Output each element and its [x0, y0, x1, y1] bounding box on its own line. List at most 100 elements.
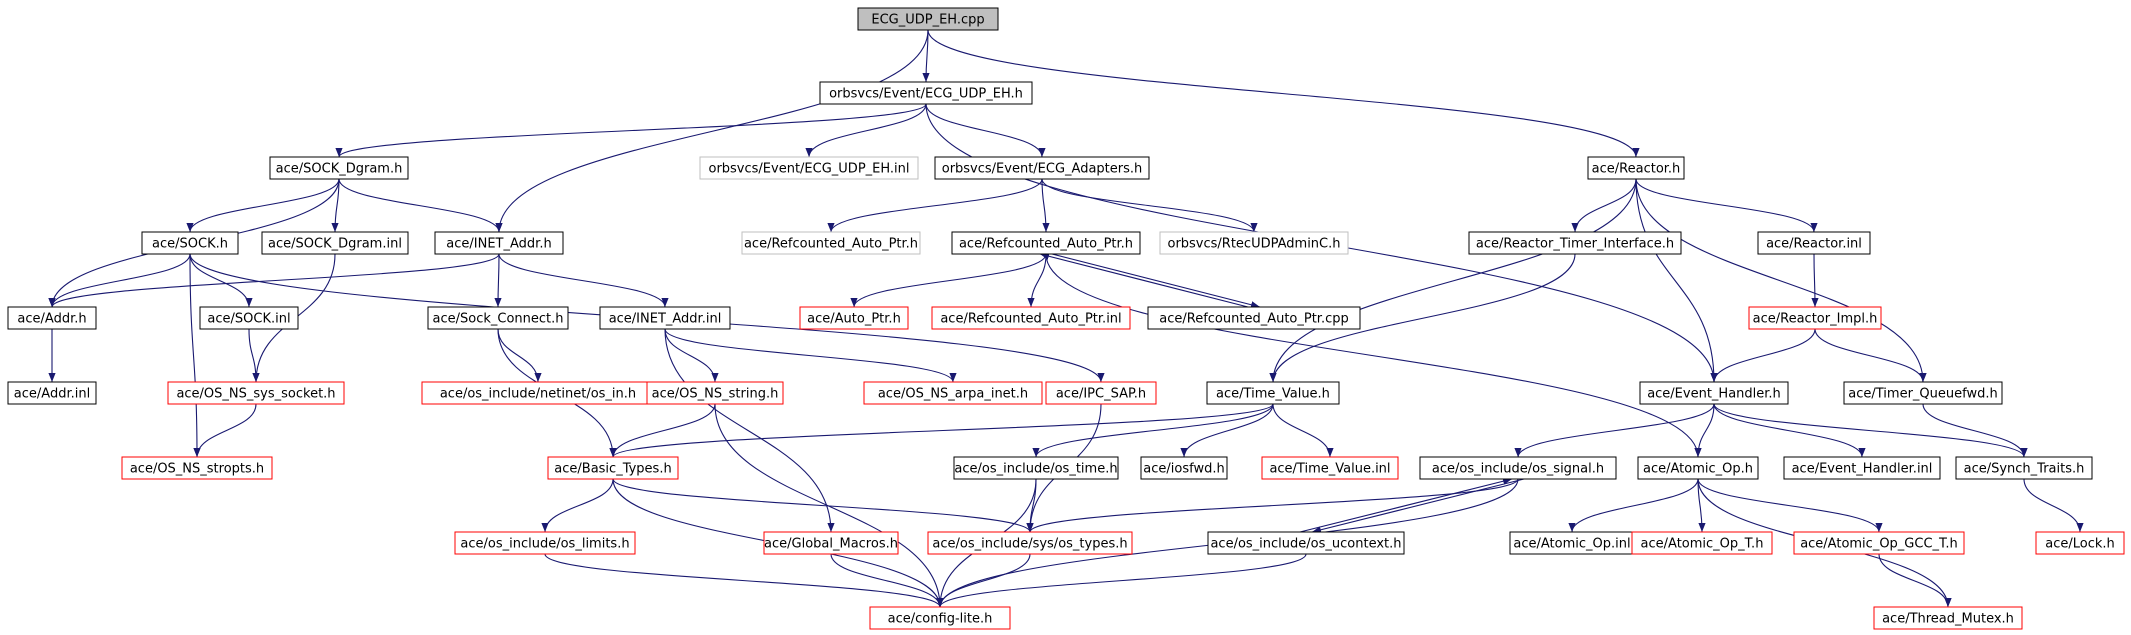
node-box — [927, 531, 1133, 555]
node-box — [7, 306, 97, 330]
node-box — [819, 81, 1033, 105]
node-box — [1045, 381, 1157, 405]
node-box — [454, 531, 636, 555]
node-osnsstring[interactable]: ace/OS_NS_string.h — [646, 381, 784, 405]
node-box — [269, 156, 409, 180]
node-label: ace/OS_NS_sys_socket.h — [176, 387, 335, 402]
node-autoptr[interactable]: ace/Auto_Ptr.h — [799, 306, 909, 330]
node-ipcsap[interactable]: ace/IPC_SAP.h — [1045, 381, 1157, 405]
edge-reactorinl-to-reactorimpl — [1811, 253, 1819, 308]
node-box — [121, 456, 273, 480]
node-ossignal[interactable]: ace/os_include/os_signal.h — [1419, 456, 1617, 480]
node-basictypes[interactable]: ace/Basic_Types.h — [547, 456, 679, 480]
node-label: ace/SOCK_Dgram.inl — [268, 237, 402, 252]
edge-timerqueuefwd-to-synchtraits — [1922, 403, 2028, 458]
node-refcautoptrinl[interactable]: ace/Refcounted_Auto_Ptr.inl — [931, 306, 1131, 330]
node-sock[interactable]: ace/SOCK.h — [141, 231, 239, 255]
edge-refcautoptr-to-refcautoptrinl — [1027, 253, 1047, 308]
node-eventhandler[interactable]: ace/Event_Handler.h — [1639, 381, 1789, 405]
node-reactorinl[interactable]: ace/Reactor.inl — [1757, 231, 1871, 255]
node-osnsstropts[interactable]: ace/OS_NS_stropts.h — [121, 456, 273, 480]
node-timevalueinl[interactable]: ace/Time_Value.inl — [1261, 456, 1399, 480]
node-label: ace/Addr.inl — [14, 387, 90, 402]
node-label: orbsvcs/Event/ECG_Adapters.h — [942, 162, 1143, 177]
node-box — [141, 231, 239, 255]
node-osucontext[interactable]: ace/os_include/os_ucontext.h — [1207, 531, 1405, 555]
node-label: ace/Addr.h — [17, 312, 86, 327]
node-inetaddr[interactable]: ace/INET_Addr.h — [434, 231, 564, 255]
node-atomicopinl[interactable]: ace/Atomic_Op.inl — [1509, 531, 1635, 555]
node-reactor[interactable]: ace/Reactor.h — [1587, 156, 1685, 180]
node-box — [741, 231, 921, 255]
node-addrinl[interactable]: ace/Addr.inl — [7, 381, 97, 405]
node-sockconnect[interactable]: ace/Sock_Connect.h — [427, 306, 569, 330]
edge-inetaddr-to-addr — [48, 253, 500, 308]
edge-ecgadapt-to-rtecudp — [1041, 178, 1258, 233]
edge-inetaddrinl-to-osnsstring — [664, 328, 719, 383]
edge-ecgadapt-to-refcautoptr — [1041, 178, 1050, 233]
edge-atomicopgcc-to-threadmutex — [1878, 553, 1952, 608]
node-lock[interactable]: ace/Lock.h — [2035, 531, 2125, 555]
node-refcautoptr[interactable]: ace/Refcounted_Auto_Ptr.h — [951, 231, 1141, 255]
node-box — [1873, 606, 2023, 630]
node-box — [1748, 306, 1882, 330]
node-label: ace/Reactor.inl — [1766, 237, 1862, 252]
edge-sock-to-osnsstropts — [189, 253, 201, 458]
node-ostypes[interactable]: ace/os_include/sys/os_types.h — [927, 531, 1133, 555]
node-label: ace/SOCK.inl — [207, 312, 290, 327]
node-sockdgraminl[interactable]: ace/SOCK_Dgram.inl — [261, 231, 409, 255]
edge-reactor-to-reactortimer — [1571, 178, 1637, 233]
node-box — [427, 306, 569, 330]
edge-basictypes-to-oslimits — [541, 478, 614, 533]
node-osnssyssocket[interactable]: ace/OS_NS_sys_socket.h — [167, 381, 345, 405]
node-box — [1261, 456, 1399, 480]
edge-ecgh-to-ecginl — [805, 103, 927, 158]
node-ostime[interactable]: ace/os_include/os_time.h — [953, 456, 1119, 480]
node-box — [1147, 306, 1361, 330]
node-threadmutex[interactable]: ace/Thread_Mutex.h — [1873, 606, 2023, 630]
node-box — [699, 156, 919, 180]
node-sockdgram[interactable]: ace/SOCK_Dgram.h — [269, 156, 409, 180]
node-box — [1587, 156, 1685, 180]
node-ecgadapt[interactable]: orbsvcs/Event/ECG_Adapters.h — [934, 156, 1150, 180]
node-timerqueuefwd[interactable]: ace/Timer_Queuefwd.h — [1843, 381, 2003, 405]
node-root[interactable]: ECG_UDP_EH.cpp — [857, 7, 999, 31]
node-sockinl[interactable]: ace/SOCK.inl — [199, 306, 299, 330]
node-globalmacros[interactable]: ace/Global_Macros.h — [763, 531, 899, 555]
edge-osnssyssocket-to-osnsstropts — [193, 403, 257, 458]
node-addr[interactable]: ace/Addr.h — [7, 306, 97, 330]
edge-eventhandler-to-synchtraits — [1713, 403, 2028, 458]
node-label: ace/Event_Handler.h — [1647, 387, 1781, 402]
node-label: ace/os_include/os_signal.h — [1432, 462, 1604, 477]
node-atomicop[interactable]: ace/Atomic_Op.h — [1637, 456, 1759, 480]
node-label: ace/Lock.h — [2045, 537, 2115, 552]
node-label: ace/SOCK.h — [152, 237, 228, 252]
edge-timevalue-to-iosfwd — [1180, 403, 1274, 458]
node-refcautoptrcpp[interactable]: ace/Refcounted_Auto_Ptr.cpp — [1147, 306, 1361, 330]
node-osin[interactable]: ace/os_include/netinet/os_in.h — [421, 381, 655, 405]
edge-ecgadapt-to-refcautoptr_ext — [827, 178, 1043, 233]
node-inetaddrinl[interactable]: ace/INET_Addr.inl — [599, 306, 731, 330]
node-eventhandlerinl[interactable]: ace/Event_Handler.inl — [1783, 456, 1941, 480]
node-iosfwd[interactable]: ace/iosfwd.h — [1140, 456, 1228, 480]
node-label: ace/os_include/os_ucontext.h — [1210, 537, 1401, 552]
nodes-layer: ECG_UDP_EH.cpp orbsvcs/Event/ECG_UDP_EH.h… — [7, 7, 2125, 630]
node-label: orbsvcs/Event/ECG_UDP_EH.h — [829, 87, 1023, 102]
node-reactortimer[interactable]: ace/Reactor_Timer_Interface.h — [1468, 231, 1682, 255]
node-atomicopt[interactable]: ace/Atomic_Op_T.h — [1631, 531, 1773, 555]
node-box — [1159, 231, 1349, 255]
node-box — [763, 531, 899, 555]
node-timevalue[interactable]: ace/Time_Value.h — [1206, 381, 1340, 405]
node-configlite[interactable]: ace/config-lite.h — [869, 606, 1011, 630]
node-atomicopgcc[interactable]: ace/Atomic_Op_GCC_T.h — [1793, 531, 1965, 555]
node-oslimits[interactable]: ace/os_include/os_limits.h — [454, 531, 636, 555]
node-ecgh[interactable]: orbsvcs/Event/ECG_UDP_EH.h — [819, 81, 1033, 105]
node-box — [547, 456, 679, 480]
node-label: orbsvcs/Event/ECG_UDP_EH.inl — [708, 162, 909, 177]
node-box — [1140, 456, 1228, 480]
node-label: ace/Basic_Types.h — [554, 462, 671, 477]
node-label: ace/iosfwd.h — [1143, 462, 1224, 477]
node-osnsarpa[interactable]: ace/OS_NS_arpa_inet.h — [863, 381, 1043, 405]
node-reactorimpl[interactable]: ace/Reactor_Impl.h — [1748, 306, 1882, 330]
node-synchtraits[interactable]: ace/Synch_Traits.h — [1955, 456, 2093, 480]
